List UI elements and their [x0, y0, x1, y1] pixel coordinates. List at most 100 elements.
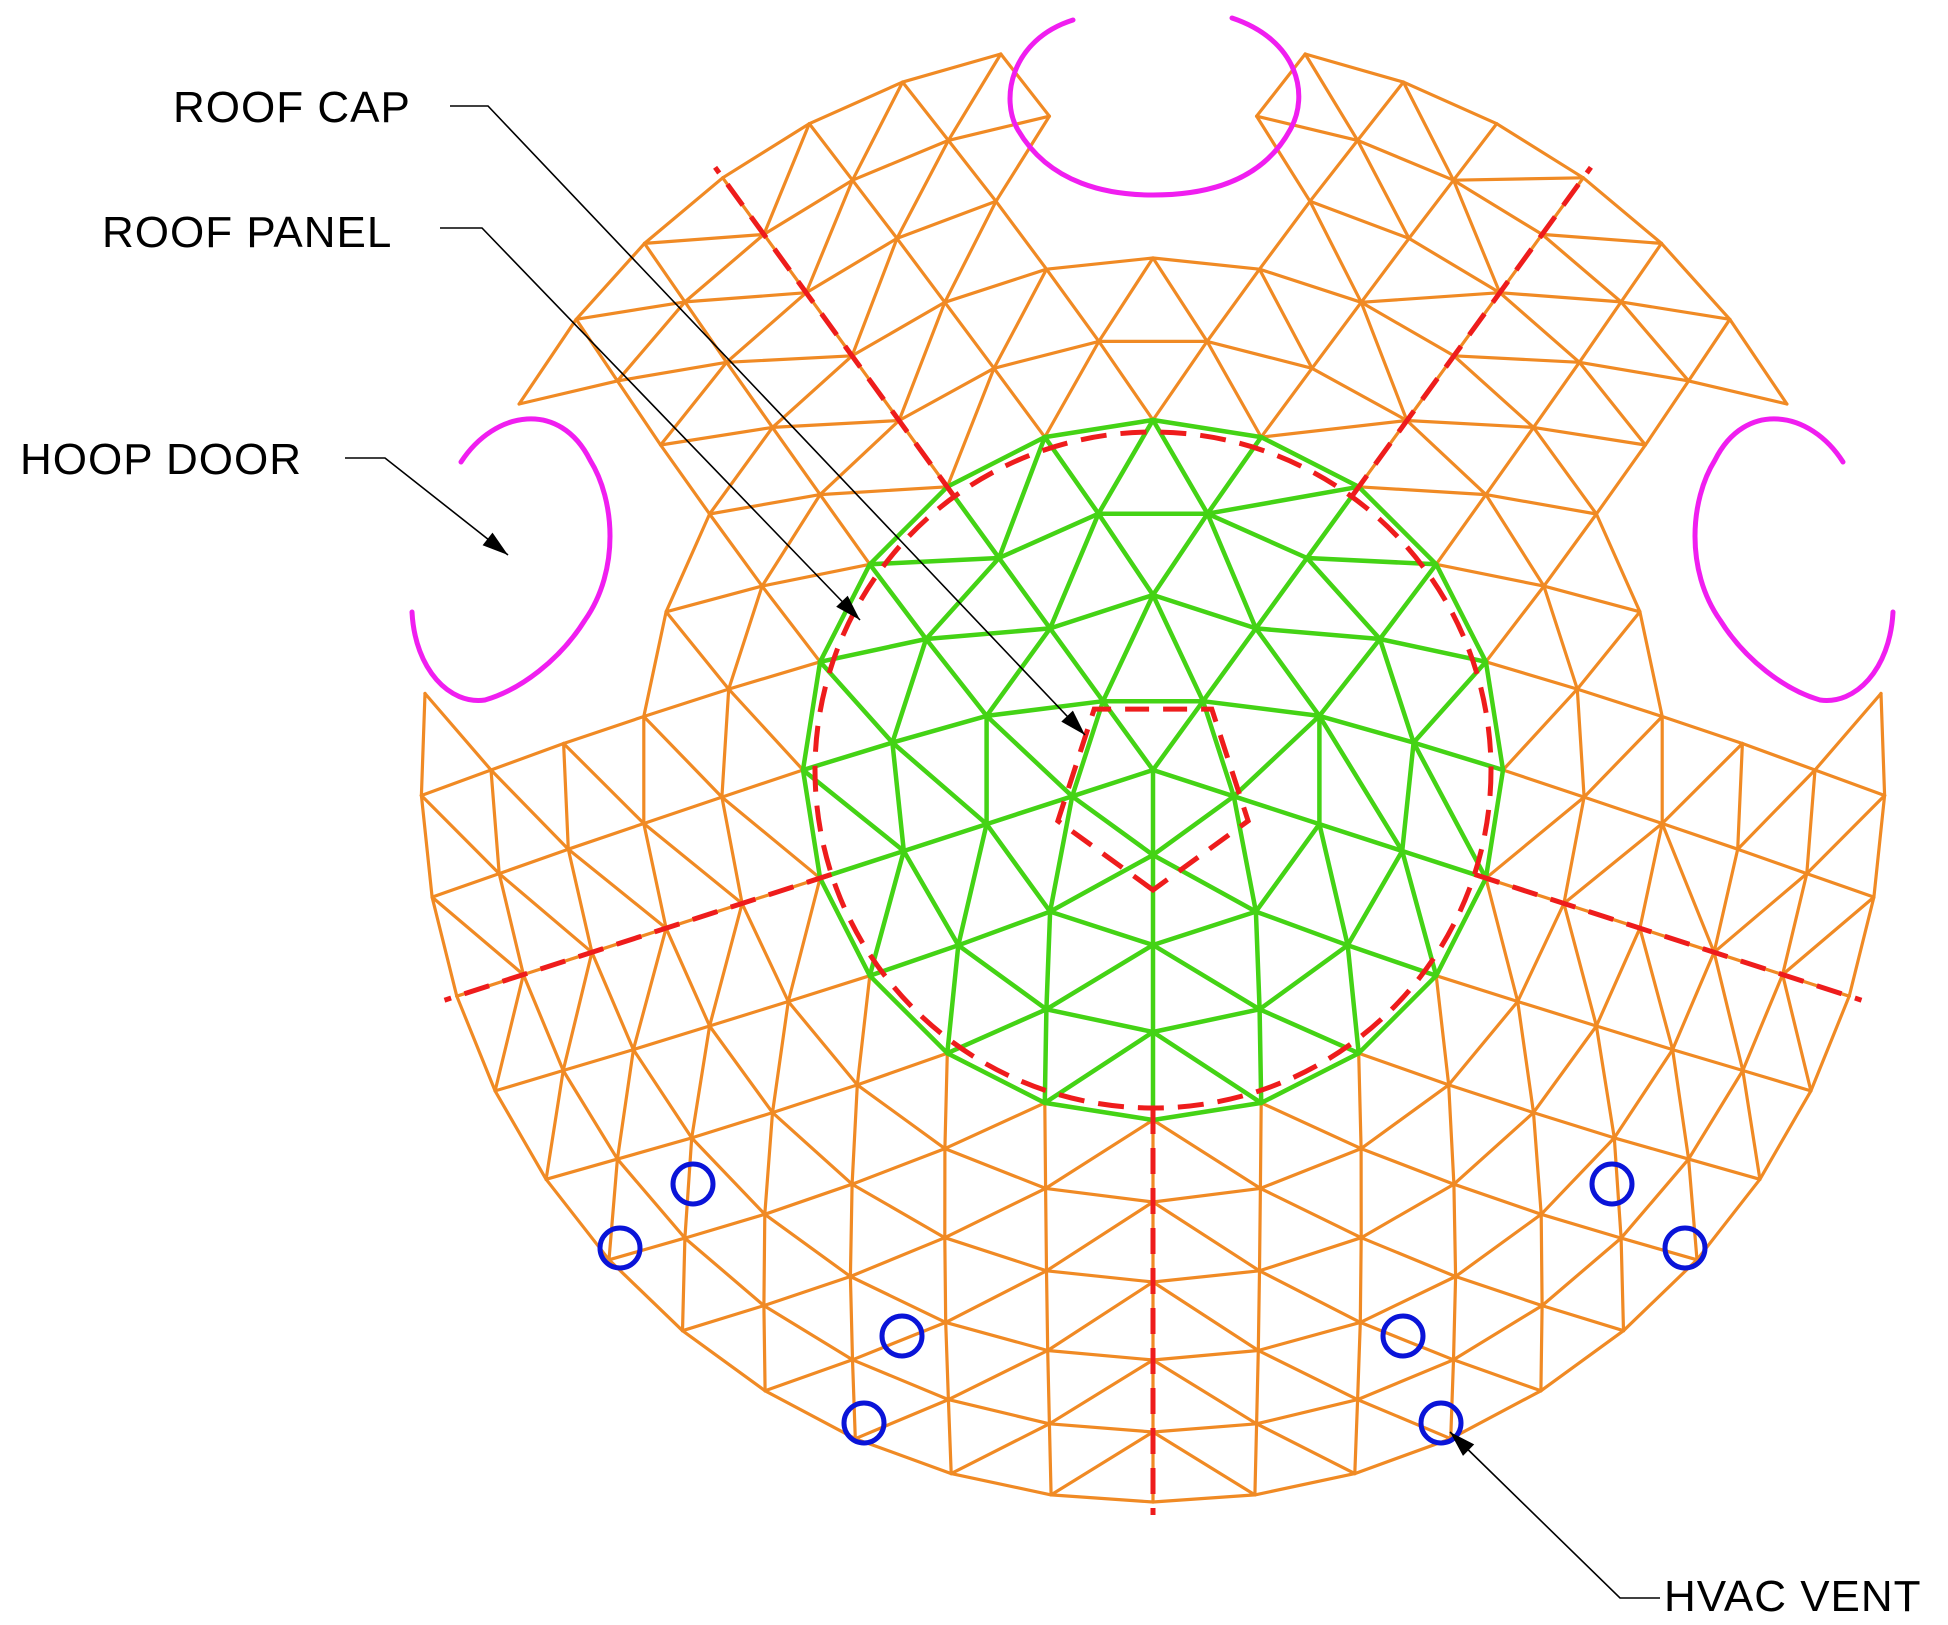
roof-panel-strut — [1042, 1100, 1156, 1123]
roof-panel-strut — [1377, 636, 1416, 745]
hoop-door — [409, 416, 613, 703]
dome-strut — [1254, 1348, 1260, 1426]
dome-strut — [1741, 972, 1785, 1073]
dome-strut — [1484, 795, 1586, 880]
dome-strut — [1660, 821, 1716, 954]
dome-strut — [855, 1083, 947, 1151]
dome-strut — [895, 138, 951, 240]
dome-strut — [1594, 1024, 1616, 1140]
dome-strut — [895, 236, 947, 304]
dome-strut — [1308, 138, 1360, 203]
dome-strut — [770, 999, 790, 1115]
dome-strut — [1531, 1024, 1599, 1115]
dome-strut — [1495, 122, 1585, 180]
dome-strut — [1097, 256, 1155, 343]
dome-strut — [724, 360, 775, 429]
leader-arrowhead — [1450, 1432, 1475, 1456]
dome-strut — [1358, 1320, 1456, 1362]
roof-panel-strut — [1253, 821, 1322, 914]
dome-strut — [1151, 1280, 1260, 1353]
hvac-vent — [1380, 1313, 1426, 1359]
dome-strut — [1539, 1136, 1616, 1216]
dome-strut — [1259, 366, 1314, 439]
roof-panel-strut — [984, 794, 1075, 827]
dome-strut — [994, 114, 1052, 203]
roof-panel-strut — [1042, 1029, 1156, 1106]
dome-strut — [850, 138, 951, 182]
dome-strut — [727, 584, 764, 691]
dome-strut — [642, 821, 668, 930]
dome-strut — [1484, 584, 1546, 664]
dome-strut — [1401, 80, 1456, 182]
dome-strut — [1254, 1422, 1357, 1476]
dome-strut — [848, 1182, 854, 1279]
dome-strut — [423, 691, 493, 772]
dome-strut — [1736, 741, 1745, 851]
dome-strut — [1258, 1186, 1363, 1240]
roof-panel-strut — [1150, 767, 1237, 799]
dome-strut — [1452, 1182, 1543, 1216]
dome-strut — [900, 80, 951, 142]
dome-strut — [1151, 1493, 1257, 1504]
hvac-vent — [597, 1225, 643, 1271]
dome-strut — [770, 1083, 859, 1115]
dome-strut — [1453, 1212, 1543, 1279]
dome-strut — [762, 1303, 767, 1393]
roof-panel-strut — [867, 562, 929, 642]
dome-strut — [1451, 178, 1502, 295]
roof-panel-strut — [1483, 659, 1506, 773]
dome-strut — [1451, 1274, 1458, 1362]
dome-strut — [1259, 1101, 1363, 1151]
roof-cap-outline — [1054, 706, 1252, 894]
dome-strut — [1044, 267, 1101, 343]
dome-strut — [574, 300, 687, 321]
roof-panel-strut — [1200, 626, 1259, 704]
hoop-door-group — [409, 15, 1896, 703]
hvac-vent-leader — [1449, 1431, 1660, 1599]
dome-strut — [850, 1182, 947, 1240]
dome-strut — [1562, 821, 1664, 906]
dome-strut — [1575, 610, 1642, 691]
roof-panel-strut — [1411, 659, 1489, 745]
dome-strut — [1151, 1358, 1259, 1426]
dome-strut — [1253, 1471, 1357, 1497]
roof-panel-strut — [956, 909, 1053, 948]
dome-strut — [807, 80, 905, 126]
dome-strut — [1659, 241, 1732, 321]
dome-strut — [1619, 300, 1691, 383]
dome-strut — [607, 1236, 687, 1262]
dome-strut — [1660, 714, 1745, 746]
dome-strut — [1254, 114, 1360, 142]
roof-panel-strut — [984, 821, 1053, 914]
dome-strut — [763, 1389, 857, 1441]
dome-strut — [521, 972, 565, 1073]
dome-strut — [1259, 418, 1409, 439]
dome-strut — [1542, 584, 1642, 614]
dome-strut — [1686, 1157, 1762, 1181]
dome-strut — [642, 176, 725, 245]
roof-panel-strut — [800, 659, 823, 773]
dome-strut — [720, 768, 805, 799]
dome-strut — [566, 847, 594, 954]
dome-strut — [642, 232, 766, 245]
dome-strut — [1577, 360, 1691, 383]
dome-strut — [430, 895, 526, 977]
roof-panel-strut — [1433, 875, 1489, 978]
roof-panel-strut — [1044, 909, 1053, 1012]
dome-strut — [895, 199, 998, 240]
roof-panel-strut — [1044, 1007, 1156, 1035]
dome-strut — [946, 138, 998, 203]
dome-strut — [763, 1110, 775, 1216]
dome-strut — [1358, 1274, 1458, 1325]
dome-strut — [1453, 1274, 1544, 1308]
dome-strut — [1254, 52, 1307, 118]
roof-panel-strut — [1042, 1007, 1049, 1106]
dome-strut — [848, 1274, 855, 1362]
roof-panel-strut — [1150, 909, 1259, 948]
dome-strut — [945, 366, 996, 489]
dome-strut — [763, 1182, 854, 1216]
dome-strut — [1577, 360, 1648, 447]
dome-strut — [1695, 1177, 1762, 1262]
roof-panel-strut — [1150, 592, 1259, 631]
dome-strut — [1355, 1358, 1456, 1402]
